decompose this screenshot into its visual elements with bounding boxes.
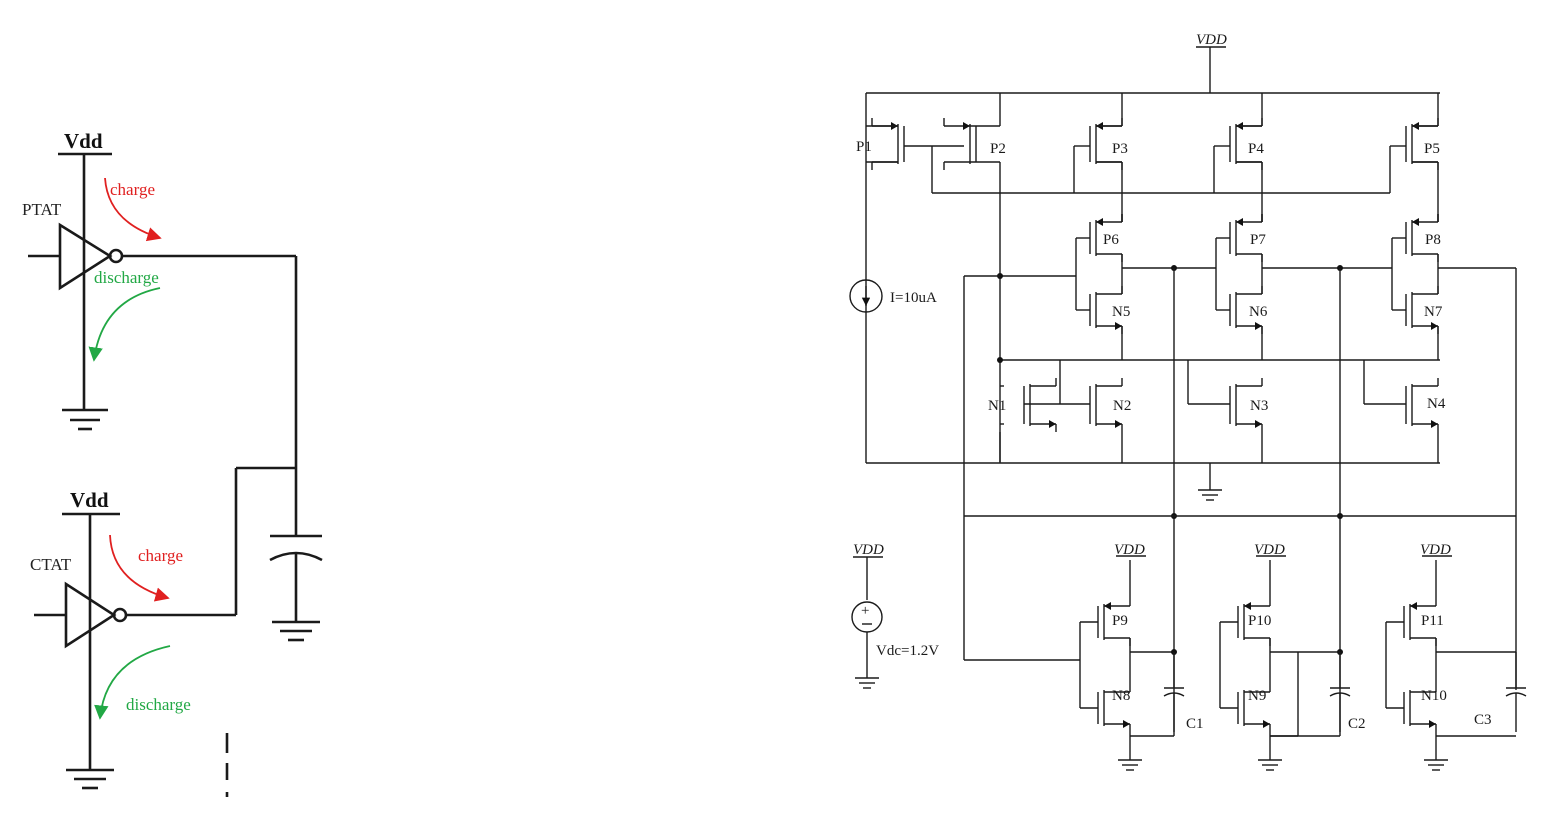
label-p1: P1 [856, 139, 872, 155]
arrow-icon [1123, 720, 1130, 728]
label-p6: P6 [1103, 232, 1119, 248]
ground-icon [66, 768, 114, 790]
label-n4: N4 [1427, 396, 1446, 412]
arrow-icon [1410, 602, 1417, 610]
label-n2: N2 [1113, 398, 1131, 414]
ptat-inverter: Vdd PTAT charge discharge [22, 129, 296, 431]
voltage-source-icon: + [851, 601, 883, 633]
junction-dot [997, 357, 1003, 363]
arrow-icon [1431, 322, 1438, 330]
label-n8: N8 [1112, 688, 1130, 704]
ctat-charge-arrow [109, 534, 170, 602]
arrow-icon [1255, 420, 1262, 428]
ctat-vdd-label: Vdd [70, 488, 109, 512]
ground-icon [272, 620, 320, 642]
voltage-source-label: Vdc=1.2V [876, 643, 939, 659]
ctat-inverter: Vdd CTAT charge discharge [30, 488, 236, 790]
arrow-icon [1255, 322, 1262, 330]
arrow-icon [1115, 322, 1122, 330]
svg-text:+: + [861, 603, 869, 619]
vdd-label: VDD [1196, 32, 1227, 48]
label-p11: P11 [1421, 613, 1444, 629]
label-c1: C1 [1186, 716, 1204, 732]
label-p2: P2 [990, 141, 1006, 157]
label-n10: N10 [1421, 688, 1447, 704]
right-circuit: VDD I=10uA VDD [849, 32, 1527, 771]
label-p4: P4 [1248, 141, 1264, 157]
label-p7: P7 [1250, 232, 1266, 248]
label-c2: C2 [1348, 716, 1366, 732]
label-n7: N7 [1424, 304, 1443, 320]
ptat-charge-arrow [104, 177, 162, 242]
label-p3: P3 [1112, 141, 1128, 157]
label-c3: C3 [1474, 712, 1492, 728]
current-source-label: I=10uA [890, 290, 937, 306]
ptat-vdd-label: Vdd [64, 129, 103, 153]
vdd-label: VDD [1254, 542, 1285, 558]
arrow-icon [1096, 218, 1103, 226]
ctat-discharge-arrow [94, 645, 171, 720]
left-circuit: Vdd PTAT charge discharge [22, 129, 323, 797]
arrow-icon [1115, 420, 1122, 428]
arrow-icon [963, 122, 970, 130]
ctat-label: CTAT [30, 555, 72, 574]
vdd-label: VDD [853, 542, 884, 558]
capacitor-icon [269, 534, 323, 622]
ptat-charge-label: charge [110, 180, 155, 199]
ctat-charge-label: charge [138, 546, 183, 565]
arrow-icon [1431, 420, 1438, 428]
label-p9: P9 [1112, 613, 1128, 629]
arrow-icon [1429, 720, 1436, 728]
ptat-label: PTAT [22, 200, 62, 219]
vdd-label: VDD [1420, 542, 1451, 558]
ctat-discharge-label: discharge [126, 695, 191, 714]
ground-icon [1198, 489, 1222, 501]
ptat-discharge-arrow [88, 287, 161, 362]
ptat-discharge-label: discharge [94, 268, 159, 287]
label-p5: P5 [1424, 141, 1440, 157]
arrow-icon [1263, 720, 1270, 728]
arrow-icon [1104, 602, 1111, 610]
arrow-icon [1412, 218, 1419, 226]
label-n5: N5 [1112, 304, 1130, 320]
label-n9: N9 [1248, 688, 1266, 704]
label-p10: P10 [1248, 613, 1271, 629]
ground-icon [62, 408, 108, 431]
transistor-labels: P1 P2 P3 P4 P5 P6 P7 P8 P9 P10 P11 N1 N2… [856, 139, 1492, 732]
arrow-icon [1244, 602, 1251, 610]
vdd-label: VDD [1114, 542, 1145, 558]
arrow-icon [1049, 420, 1056, 428]
arrow-icon [1236, 218, 1243, 226]
ground-icon [855, 677, 879, 689]
label-n6: N6 [1249, 304, 1268, 320]
label-n1: N1 [988, 398, 1006, 414]
label-p8: P8 [1425, 232, 1441, 248]
label-n3: N3 [1250, 398, 1268, 414]
current-source-icon [849, 279, 883, 313]
